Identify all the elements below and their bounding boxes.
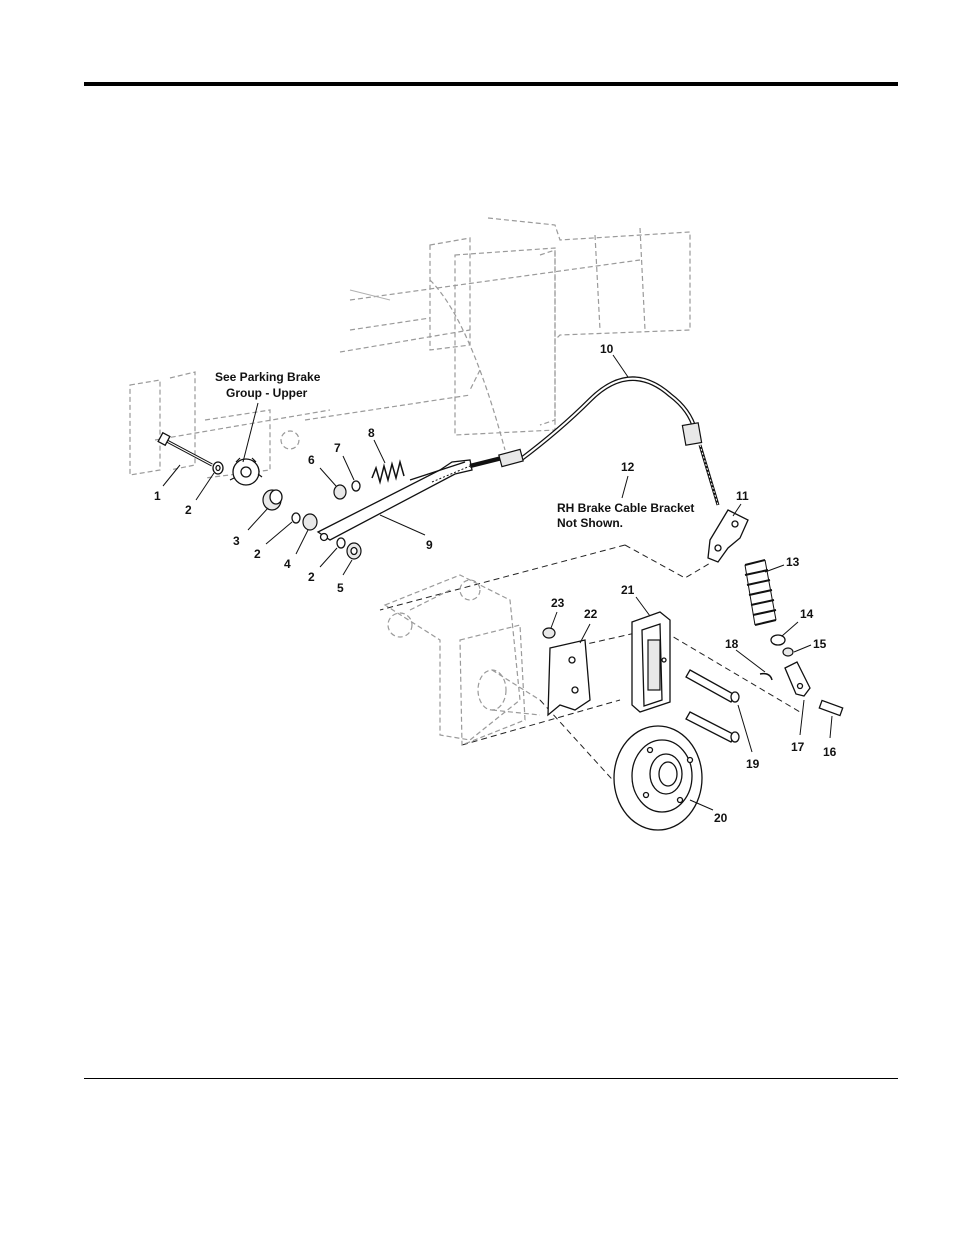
callout-2: 2 xyxy=(254,547,261,561)
callout-7: 7 xyxy=(334,441,341,455)
washer-14 xyxy=(771,635,785,645)
callout-11: 11 xyxy=(736,489,749,503)
callout-5: 5 xyxy=(337,581,344,595)
callout-2: 2 xyxy=(185,503,192,517)
assembly-lines xyxy=(380,545,800,810)
mounting-plate-22 xyxy=(548,640,590,715)
cable-bracket-11 xyxy=(708,510,748,562)
callout-13: 13 xyxy=(786,555,800,569)
callout-12: 12 xyxy=(621,460,635,474)
callout-8: 8 xyxy=(368,426,375,440)
callout-16: 16 xyxy=(823,745,837,759)
brake-disc-20 xyxy=(614,726,702,830)
callout-22: 22 xyxy=(584,607,598,621)
caliper-21 xyxy=(632,612,670,712)
clevis-17 xyxy=(785,662,810,696)
callout-10: 10 xyxy=(600,342,614,356)
callout-4: 4 xyxy=(284,557,291,571)
washer-2c xyxy=(337,538,345,548)
callout-14: 14 xyxy=(800,607,814,621)
pivot-gear xyxy=(230,458,262,485)
callout-labels: 1 2 3 2 4 2 5 6 7 8 9 10 11 12 13 14 15 … xyxy=(154,342,837,825)
callout-3: 3 xyxy=(233,534,240,548)
clip-18 xyxy=(760,674,772,680)
nut-6 xyxy=(334,485,346,499)
spacer-4 xyxy=(303,514,317,530)
note-parking-brake-line1: See Parking Brake xyxy=(215,370,321,384)
callout-6: 6 xyxy=(308,453,315,467)
brake-cable-10 xyxy=(470,379,718,505)
bolts-19 xyxy=(686,670,739,742)
callout-19: 19 xyxy=(746,757,760,771)
callout-18: 18 xyxy=(725,637,739,651)
nut-23 xyxy=(543,628,555,638)
callout-21: 21 xyxy=(621,583,635,597)
callout-23: 23 xyxy=(551,596,565,610)
spring-8 xyxy=(372,462,404,482)
washer-2b xyxy=(292,513,300,523)
note-bracket-line1: RH Brake Cable Bracket xyxy=(557,501,694,515)
note-bracket-line2: Not Shown. xyxy=(557,516,623,530)
nut-5 xyxy=(347,543,361,559)
nut-15 xyxy=(783,648,793,656)
callout-20: 20 xyxy=(714,811,728,825)
note-parking-brake-line2: Group - Upper xyxy=(226,386,308,400)
pin-16 xyxy=(819,700,842,715)
callout-9: 9 xyxy=(426,538,433,552)
callout-2: 2 xyxy=(308,570,315,584)
washer-2a xyxy=(213,462,223,474)
washer-7 xyxy=(352,481,360,491)
transaxle-housing xyxy=(385,575,540,745)
bushing-3 xyxy=(263,490,282,510)
callout-1: 1 xyxy=(154,489,161,503)
callout-17: 17 xyxy=(791,740,805,754)
callout-15: 15 xyxy=(813,637,827,651)
brake-rod-1 xyxy=(158,433,212,465)
